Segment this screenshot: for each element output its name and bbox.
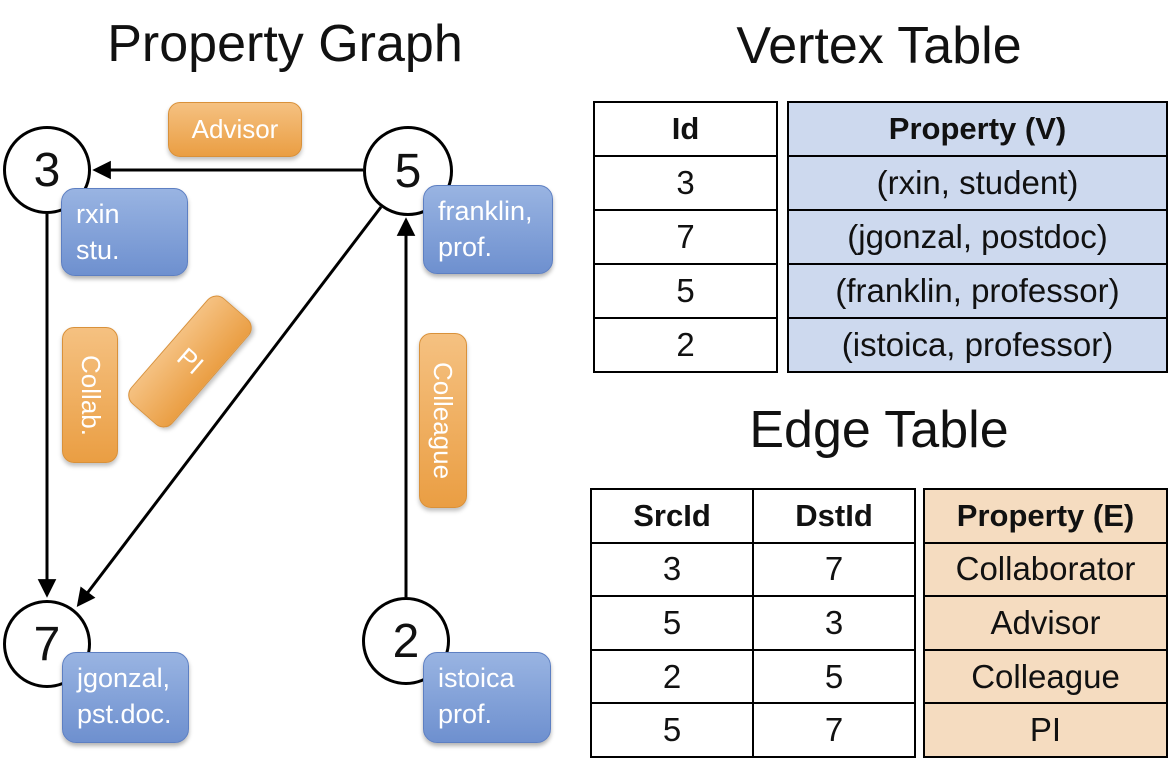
vertex-property-line: prof. <box>438 698 493 729</box>
edge-table-property-cell: Advisor <box>925 595 1166 649</box>
vertex-table-property-cell: (istoica, professor) <box>789 317 1166 371</box>
vertex-table-id-cell: 3 <box>595 155 776 209</box>
vertex-table-property-header: Property (V) <box>888 111 1067 146</box>
vertex-property-line: jgonzal, <box>77 663 171 693</box>
vertex-table-title: Vertex Table <box>736 17 1022 75</box>
edge-table-dst-cell: 7 <box>754 541 914 596</box>
vertex-node-2: 2 <box>362 597 450 685</box>
edge-label-pi-text: PI <box>171 341 210 381</box>
edge-table-dst-header: DstId <box>795 497 873 533</box>
vertex-node-2-id: 2 <box>392 614 420 668</box>
vertex-table-property-cell: (jgonzal, postdoc) <box>789 209 1166 263</box>
edge-label-collab-text: Collab. <box>75 354 106 436</box>
graph-edges-canvas <box>37 160 416 607</box>
vertex-property-line: istoica <box>438 663 515 693</box>
edge-label-collab: Collab. <box>62 327 118 463</box>
vertex-property-line: stu. <box>76 234 120 265</box>
vertex-property-line: pst.doc. <box>77 698 172 729</box>
vertex-table-property-column: Property (V) (rxin, student) (jgonzal, p… <box>787 101 1168 373</box>
vertex-property-box-franklin: franklin, prof. <box>423 185 553 274</box>
edge-table-src-cell: 5 <box>592 595 752 649</box>
edge-table-src-header: SrcId <box>633 497 711 533</box>
edge-table-dst-cell: 3 <box>754 595 914 649</box>
vertex-table-id-column: Id 3 7 5 2 <box>593 101 778 373</box>
edge-table-src-cell: 2 <box>592 648 752 703</box>
edge-table-property-header: Property (E) <box>956 497 1135 533</box>
vertex-table-id-cell: 7 <box>595 209 776 263</box>
edge-label-colleague-text: Colleague <box>428 361 459 480</box>
edge-table-src-cell: 5 <box>592 702 752 756</box>
vertex-table-property-cell: (rxin, student) <box>789 155 1166 209</box>
edge-table-dst-column: DstId 7 3 5 7 <box>752 490 914 756</box>
edge-table-dst-cell: 7 <box>754 702 914 756</box>
vertex-node-7-id: 7 <box>33 617 61 671</box>
edge-table-id-columns: SrcId 3 5 2 5 DstId 7 3 5 7 <box>590 488 916 758</box>
vertex-node-5: 5 <box>363 126 453 216</box>
edge-label-advisor: Advisor <box>168 102 302 157</box>
vertex-table-id-cell: 5 <box>595 263 776 317</box>
vertex-table-id-header: Id <box>671 111 700 146</box>
vertex-node-3-id: 3 <box>33 143 61 197</box>
vertex-property-line: franklin, <box>438 196 533 226</box>
edge-table-property-cell: Collaborator <box>925 541 1166 596</box>
property-graph-title: Property Graph <box>107 15 463 73</box>
vertex-property-box-istoica: istoica prof. <box>423 652 551 743</box>
vertex-property-line: prof. <box>438 231 493 262</box>
vertex-node-5-id: 5 <box>394 144 422 198</box>
vertex-property-line: rxin <box>76 199 120 229</box>
edge-table-property-cell: PI <box>925 702 1166 756</box>
edge-5-7-pi-arrow <box>76 206 383 607</box>
vertex-table-property-cell: (franklin, professor) <box>789 263 1166 317</box>
edge-table-property-column: Property (E) Collaborator Advisor Collea… <box>923 488 1168 758</box>
edge-table-src-cell: 3 <box>592 541 752 596</box>
edge-label-colleague: Colleague <box>419 333 467 508</box>
vertex-property-box-rxin: rxin stu. <box>61 188 188 276</box>
vertex-table-id-cell: 2 <box>595 317 776 371</box>
edge-table-title: Edge Table <box>749 401 1009 459</box>
edge-table-src-column: SrcId 3 5 2 5 <box>592 490 752 756</box>
edge-table-property-cell: Colleague <box>925 648 1166 703</box>
vertex-property-box-jgonzal: jgonzal, pst.doc. <box>62 652 189 743</box>
edge-table-dst-cell: 5 <box>754 648 914 703</box>
edge-label-advisor-text: Advisor <box>191 114 279 144</box>
